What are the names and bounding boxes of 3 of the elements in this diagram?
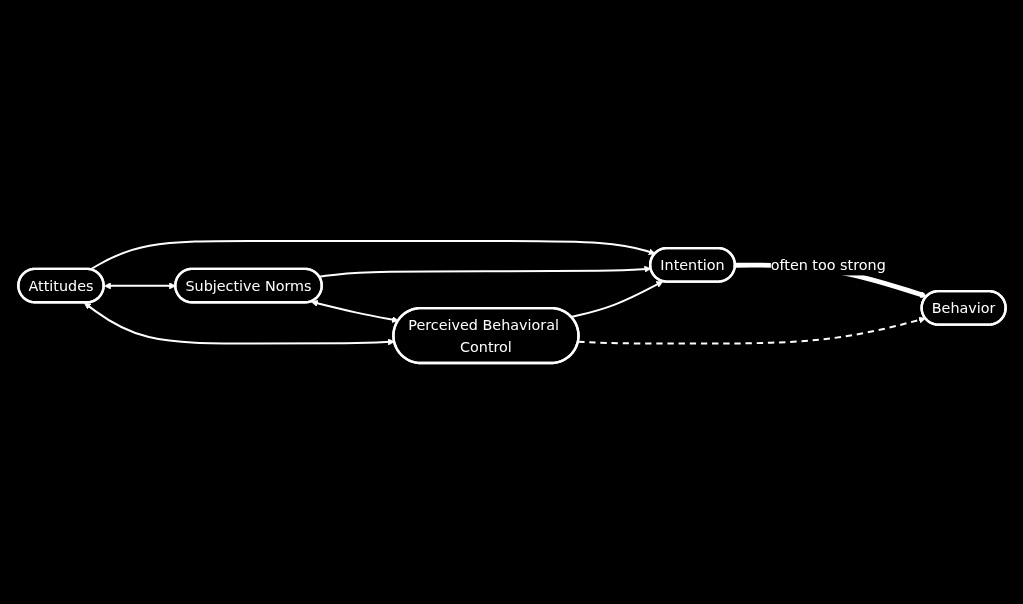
arrow — [310, 299, 399, 323]
arrow — [576, 316, 926, 345]
edge-label: often too strong — [770, 256, 886, 274]
